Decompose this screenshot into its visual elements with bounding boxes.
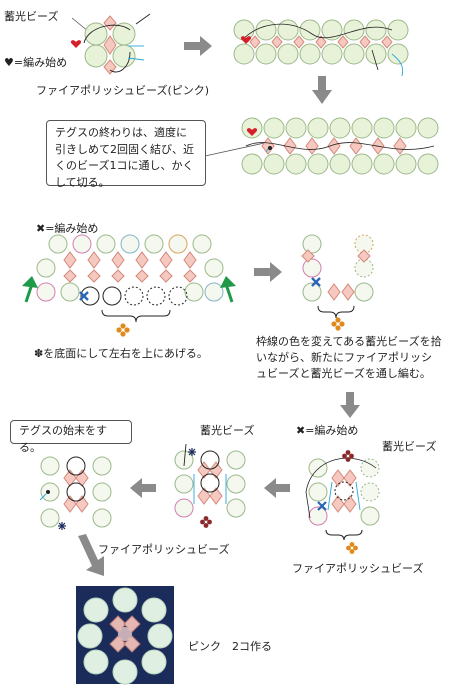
finished-bead-photo <box>76 586 174 685</box>
flower-icon <box>342 450 354 462</box>
cross-icon <box>317 501 327 511</box>
gray-arrow-icon <box>264 478 290 498</box>
heart-icon <box>70 40 82 48</box>
step1-beads <box>84 15 136 75</box>
right-note: 枠線の色を変えてある蓄光ビーズを拾いながら、新たにファイアポリッシュビーズと蓄光… <box>256 335 442 380</box>
callout-finish-end: テグスの始末をする。 <box>10 420 132 454</box>
heart-icon <box>240 36 252 44</box>
start-marker-blue-label-2: ✖=編み始め <box>296 424 359 437</box>
chikko-bead-label-c: 蓄光ビーズ <box>200 424 255 437</box>
flower-icon <box>200 516 212 528</box>
flower-icon <box>346 542 358 554</box>
fire-polish-label-r: ファイアポリッシュビーズ <box>292 562 424 575</box>
step6-diagram <box>305 450 380 541</box>
chikko-bead-label-r: 蓄光ビーズ <box>382 440 437 453</box>
photo-caption: ピンク 2コ作る <box>188 640 272 653</box>
step3-diagram <box>241 117 439 175</box>
gray-arrow-icon <box>130 478 156 498</box>
step5-diagram <box>301 234 374 331</box>
step1-diagram <box>70 13 151 75</box>
callout-pointer <box>204 141 270 157</box>
step4-diagram <box>22 234 236 337</box>
flower-icon <box>331 317 345 331</box>
cross-icon <box>79 291 89 301</box>
flower-icon <box>116 323 130 337</box>
heart-icon <box>246 128 258 136</box>
start-marker-red-label: ♥=編み始め <box>4 56 68 69</box>
callout-finish-tie: テグスの終わりは、適度に引きしめて2回固く結び、近くのビーズ1コに通し、かくして… <box>46 120 206 189</box>
start-marker-blue-label: ✖=編み始め <box>36 222 99 235</box>
gray-arrow-icon <box>184 36 212 56</box>
step7-diagram <box>174 443 246 528</box>
fire-polish-label-c: ファイアポリッシュビーズ <box>98 543 230 556</box>
gray-arrow-icon <box>254 262 282 282</box>
step8-diagram <box>39 456 112 530</box>
step2-diagram <box>233 19 409 77</box>
gray-arrow-icon <box>78 534 104 576</box>
gray-arrow-icon <box>312 76 332 104</box>
gray-arrow-icon <box>340 392 360 418</box>
bottom-note: ✽を底面にして左右を上にあげる。 <box>34 347 208 360</box>
chikko-bead-label-1: 蓄光ビーズ <box>4 10 59 23</box>
cross-icon <box>311 277 321 287</box>
fire-polish-pink-label: ファイアポリッシュビーズ(ピンク) <box>36 84 210 97</box>
